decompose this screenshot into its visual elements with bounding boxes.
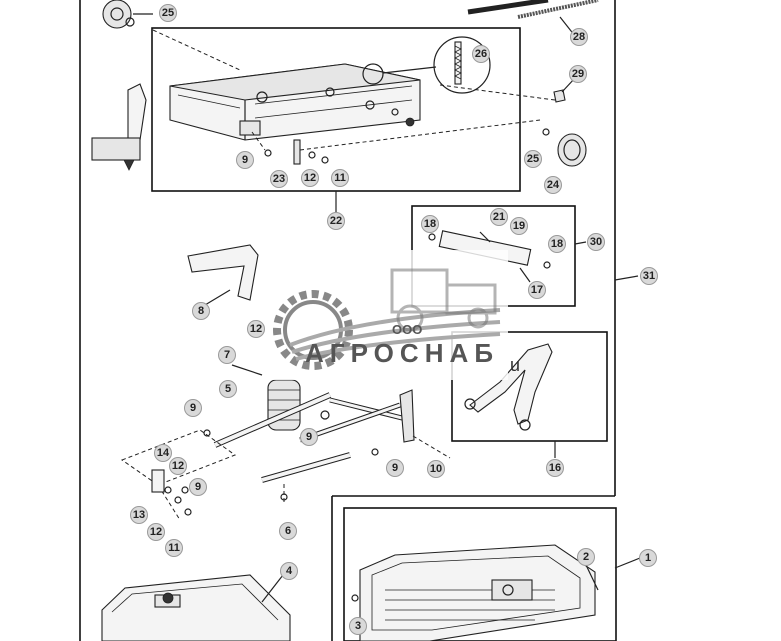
callout-28: 28 bbox=[570, 28, 588, 46]
callout-11-top: 11 bbox=[331, 169, 349, 187]
svg-text:12: 12 bbox=[250, 323, 262, 335]
svg-text:12: 12 bbox=[304, 172, 316, 184]
callout-25-top: 25 bbox=[159, 4, 177, 22]
part-29 bbox=[553, 77, 576, 103]
svg-text:23: 23 bbox=[273, 173, 285, 185]
callout-24: 24 bbox=[544, 176, 562, 194]
svg-text:9: 9 bbox=[195, 481, 201, 493]
callout-26: 26 bbox=[472, 45, 490, 63]
svg-text:3: 3 bbox=[355, 620, 361, 632]
svg-text:30: 30 bbox=[590, 236, 602, 248]
callout-9-left: 9 bbox=[184, 399, 202, 417]
box-1-seat-pan bbox=[343, 507, 641, 641]
callout-9-center: 9 bbox=[300, 428, 318, 446]
svg-text:11: 11 bbox=[168, 542, 180, 554]
callout-16: 16 bbox=[546, 459, 564, 477]
svg-text:11: 11 bbox=[334, 172, 346, 184]
watermark-fragment: u bbox=[510, 355, 520, 375]
callout-7: 7 bbox=[218, 346, 236, 364]
seat-base-4 bbox=[101, 574, 291, 641]
callout-2: 2 bbox=[577, 548, 595, 566]
svg-text:31: 31 bbox=[643, 270, 655, 282]
callout-8: 8 bbox=[192, 302, 210, 320]
callout-4: 4 bbox=[280, 562, 298, 580]
svg-text:10: 10 bbox=[430, 463, 442, 475]
watermark-company-prefix: ООО bbox=[392, 322, 422, 337]
callout-12-lower: 12 bbox=[147, 523, 165, 541]
svg-text:19: 19 bbox=[513, 220, 525, 232]
callout-19: 19 bbox=[510, 217, 528, 235]
svg-text:7: 7 bbox=[224, 349, 230, 361]
svg-text:9: 9 bbox=[392, 462, 398, 474]
scissor-mechanism bbox=[187, 244, 451, 505]
callout-12-mid: 12 bbox=[247, 320, 265, 338]
callout-18-left: 18 bbox=[421, 215, 439, 233]
svg-text:17: 17 bbox=[531, 284, 543, 296]
svg-text:2: 2 bbox=[583, 551, 589, 563]
callout-10: 10 bbox=[427, 460, 445, 478]
svg-text:4: 4 bbox=[286, 565, 293, 577]
svg-text:13: 13 bbox=[133, 509, 145, 521]
callout-9-right: 9 bbox=[386, 459, 404, 477]
callout-13: 13 bbox=[130, 506, 148, 524]
callout-6: 6 bbox=[279, 522, 297, 540]
svg-text:29: 29 bbox=[572, 68, 584, 80]
callout-9-top: 9 bbox=[236, 151, 254, 169]
svg-text:26: 26 bbox=[475, 48, 487, 60]
part-number-callouts: 25 26 28 29 25 24 9 23 12 11 22 18 21 19… bbox=[130, 4, 658, 635]
box-22-suspension-frame bbox=[151, 27, 556, 213]
top-knob bbox=[102, 0, 153, 29]
callout-18-right: 18 bbox=[548, 235, 566, 253]
outer-frame bbox=[79, 0, 639, 641]
svg-text:9: 9 bbox=[190, 402, 196, 414]
callout-21: 21 bbox=[490, 208, 508, 226]
svg-text:21: 21 bbox=[493, 211, 505, 223]
box-16-seat-belt bbox=[451, 331, 608, 458]
callout-12-right-group: 12 bbox=[169, 457, 187, 475]
callout-29: 29 bbox=[569, 65, 587, 83]
callout-25-right: 25 bbox=[524, 150, 542, 168]
callout-14: 14 bbox=[154, 444, 172, 462]
svg-text:25: 25 bbox=[527, 153, 539, 165]
callout-23: 23 bbox=[270, 170, 288, 188]
svg-text:6: 6 bbox=[285, 525, 291, 537]
svg-text:18: 18 bbox=[551, 238, 563, 250]
svg-text:14: 14 bbox=[157, 447, 170, 459]
dashed-bracket-group bbox=[120, 429, 237, 521]
svg-text:8: 8 bbox=[198, 305, 204, 317]
callout-12-top: 12 bbox=[301, 169, 319, 187]
svg-text:22: 22 bbox=[330, 215, 342, 227]
callout-5: 5 bbox=[219, 380, 237, 398]
seat-silhouette-icon bbox=[91, 83, 147, 171]
svg-text:28: 28 bbox=[573, 31, 585, 43]
svg-text:9: 9 bbox=[306, 431, 312, 443]
tractor-icon bbox=[390, 268, 497, 332]
callout-30: 30 bbox=[587, 233, 605, 251]
callout-22: 22 bbox=[327, 212, 345, 230]
callout-31: 31 bbox=[640, 267, 658, 285]
callout-3: 3 bbox=[349, 617, 367, 635]
callout-11-lower: 11 bbox=[165, 539, 183, 557]
knob-24 bbox=[542, 128, 587, 167]
svg-text:12: 12 bbox=[172, 460, 184, 472]
callout-1: 1 bbox=[639, 549, 657, 567]
svg-text:9: 9 bbox=[242, 154, 248, 166]
svg-text:18: 18 bbox=[424, 218, 436, 230]
callout-17: 17 bbox=[528, 281, 546, 299]
watermark-logo: ООО АГРОСНАБ u bbox=[270, 250, 520, 380]
svg-text:1: 1 bbox=[645, 552, 651, 564]
svg-text:12: 12 bbox=[150, 526, 162, 538]
svg-text:16: 16 bbox=[549, 462, 561, 474]
svg-text:25: 25 bbox=[162, 7, 174, 19]
watermark-company-name: АГРОСНАБ bbox=[305, 338, 493, 368]
callout-9-lower: 9 bbox=[189, 478, 207, 496]
svg-text:24: 24 bbox=[547, 179, 560, 191]
svg-text:5: 5 bbox=[225, 383, 231, 395]
